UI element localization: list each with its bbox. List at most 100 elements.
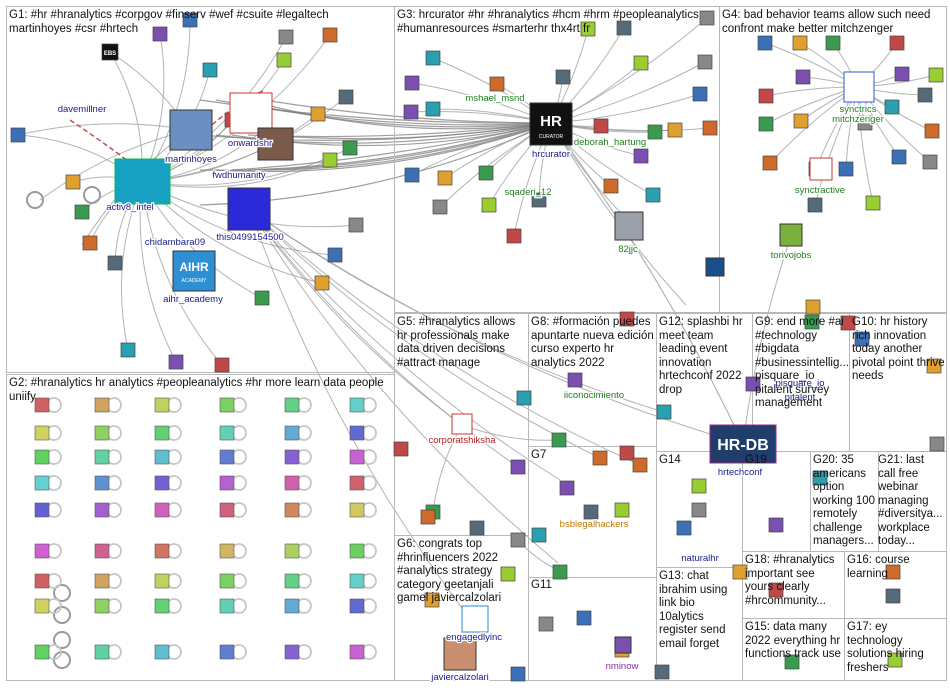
g2-node: [94, 397, 110, 413]
node-9: [348, 217, 364, 233]
node-8: [322, 152, 338, 168]
node-82: [551, 432, 567, 448]
g2-node: [154, 449, 170, 465]
node-labels: HRCURATORAIHRACADEMYHR-DBEBSdavemillnerm…: [56, 51, 885, 684]
node-98: [691, 478, 707, 494]
group-title-g1: G1: #hr #hranalytics #corpgov #finserv #…: [9, 9, 332, 35]
g2-node: [94, 475, 110, 491]
node-11: [314, 275, 330, 291]
nodes-layer: [10, 10, 945, 682]
node-97: [654, 664, 670, 680]
node-12: [254, 290, 270, 306]
node-109: [929, 436, 945, 452]
group-title-g17: G17: ey technology solutions hiring fres…: [847, 621, 927, 674]
node-38: [481, 197, 497, 213]
g2-node: [219, 644, 235, 660]
g2-node: [219, 425, 235, 441]
node-59: [857, 115, 873, 131]
node-label-iiconocimiento: iiconocimiento: [564, 390, 624, 401]
node-label-pitalent: pitalent: [785, 392, 816, 403]
group-box-g17: [844, 618, 947, 681]
node-label-torivojobs: torivojobs: [771, 250, 812, 261]
node-label-deborah_hartung: deborah_hartung: [574, 137, 646, 148]
node-41: [437, 170, 453, 186]
edge-bundle-2: [231, 99, 552, 128]
group-title-g3: G3: hrcurator #hr #hranalytics #hcm #hrm…: [397, 9, 702, 35]
g2-node: [154, 475, 170, 491]
node-label-javiercalzolari: javiercalzolari: [430, 672, 489, 683]
g2-node: [34, 598, 50, 614]
node-16: [82, 235, 98, 251]
edge-hrcurator-g9: [550, 122, 687, 306]
node-99: [691, 502, 707, 518]
edge-long-4: [249, 209, 601, 459]
ebs-node: [101, 43, 119, 61]
node-42: [478, 165, 494, 181]
node-84: [559, 480, 575, 496]
node-19: [278, 29, 294, 45]
node-52: [825, 35, 841, 51]
this0499154500-node: [227, 187, 271, 231]
node-81: [424, 592, 440, 608]
edge-bundle-13: [247, 122, 552, 171]
g2-node: [219, 475, 235, 491]
g2-node: [34, 425, 50, 441]
g2-node: [154, 573, 170, 589]
node-39: [432, 199, 448, 215]
node-103: [768, 582, 784, 598]
node-55: [884, 99, 900, 115]
edge-long-7: [249, 209, 665, 413]
g2-node: [349, 425, 365, 441]
node-label-synctrics: synctrics: [840, 104, 877, 115]
g2-node: [284, 644, 300, 660]
g2-node: [34, 449, 50, 465]
edge-bundle-14: [263, 122, 552, 171]
node-51: [792, 35, 808, 51]
edge-hrcurator-hrdb: [550, 122, 744, 445]
self-loop-4: [53, 651, 71, 669]
group-title-g8: G8: #formación puedes apuntarte nueva ed…: [531, 316, 654, 369]
node-27: [555, 69, 571, 85]
node-label-sqaderi_12: sqaderi_12: [504, 187, 551, 198]
edge-bundle-12: [231, 122, 552, 171]
g2-node: [349, 502, 365, 518]
g2-node: [284, 598, 300, 614]
self-loop-2: [53, 606, 71, 624]
node-87: [583, 504, 599, 520]
group-title-g4: G4: bad behavior teams allow such need c…: [722, 9, 934, 35]
node-6: [322, 27, 338, 43]
node-20: [182, 12, 198, 28]
g2-node: [94, 425, 110, 441]
edge-long-2: [249, 209, 559, 564]
g2-node: [349, 598, 365, 614]
edge-long-6: [249, 209, 744, 445]
synctrics-node: [843, 71, 875, 103]
node-label-fwdhumanity: fwdhumanity: [212, 170, 266, 181]
g2-node: [219, 502, 235, 518]
group-title-g12: G12: splashbi hr meet team leading event…: [659, 316, 746, 396]
g2-node: [34, 397, 50, 413]
self-loop-0: [26, 191, 44, 209]
group-title-g5: G5: #hranalytics allows hr professionals…: [397, 316, 519, 369]
logo-hrdb-text: HR-DB: [717, 437, 769, 454]
g2-node: [284, 543, 300, 559]
group-box-g4: [719, 6, 947, 313]
node-62: [758, 116, 774, 132]
edge-bundle-9: [263, 122, 552, 140]
node-26: [489, 76, 505, 92]
node-73: [393, 441, 409, 457]
g2-node: [219, 598, 235, 614]
g2-node: [219, 543, 235, 559]
logo-aihr-sub: ACADEMY: [182, 278, 207, 284]
edge-long-1: [249, 209, 519, 468]
node-label-chidambara09: chidambara09: [145, 237, 205, 248]
group-title-g14: G14: [659, 454, 681, 466]
node-111: [926, 358, 942, 374]
hrcurator-node: [529, 102, 573, 146]
node-label-hrtechconf: hrtechconf: [718, 467, 763, 478]
node-label-mitchzenger: mitchzenger: [832, 114, 884, 125]
martinhoyes-node: [169, 109, 213, 151]
node-label-aihr_academy: aihr_academy: [163, 294, 223, 305]
group-title-g19: G19: [745, 454, 767, 466]
node-102: [784, 654, 800, 670]
